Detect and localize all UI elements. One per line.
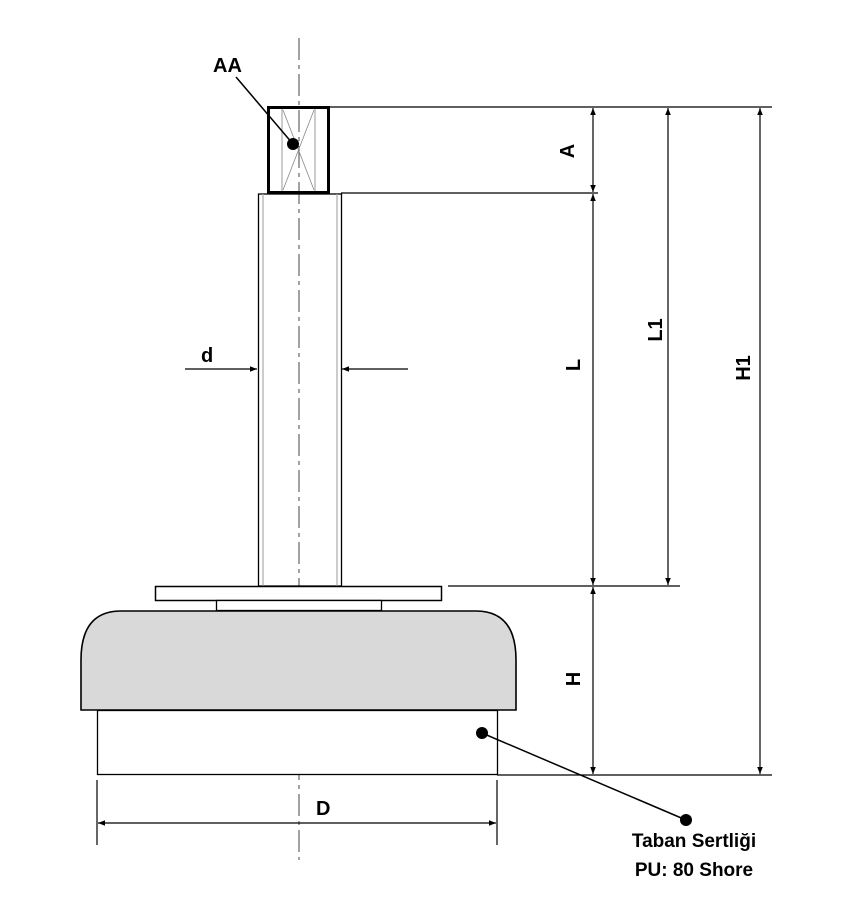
label-d: d (201, 345, 213, 367)
leader-note (481, 732, 687, 821)
base-plate (154, 585, 443, 602)
label-H1: H1 (733, 355, 755, 381)
note-hardness-value: PU: 80 Shore (635, 860, 753, 881)
top-block (267, 106, 330, 194)
extension-lines (96, 106, 772, 845)
plate-step (215, 599, 383, 612)
label-L: L (563, 359, 585, 371)
label-AA: AA (213, 55, 242, 77)
note-hardness-title: Taban Sertliği (632, 831, 756, 852)
leader-AA (235, 76, 294, 145)
leader-dot-note (680, 814, 692, 826)
rubber-pad (80, 610, 517, 711)
threaded-stem (257, 193, 343, 587)
label-L1: L1 (645, 318, 667, 341)
label-D: D (316, 798, 330, 820)
label-A: A (557, 144, 579, 158)
leader-dot-pad (476, 727, 488, 739)
label-H: H (563, 672, 585, 686)
pad-base (96, 709, 499, 776)
leader-dot-AA (287, 138, 299, 150)
